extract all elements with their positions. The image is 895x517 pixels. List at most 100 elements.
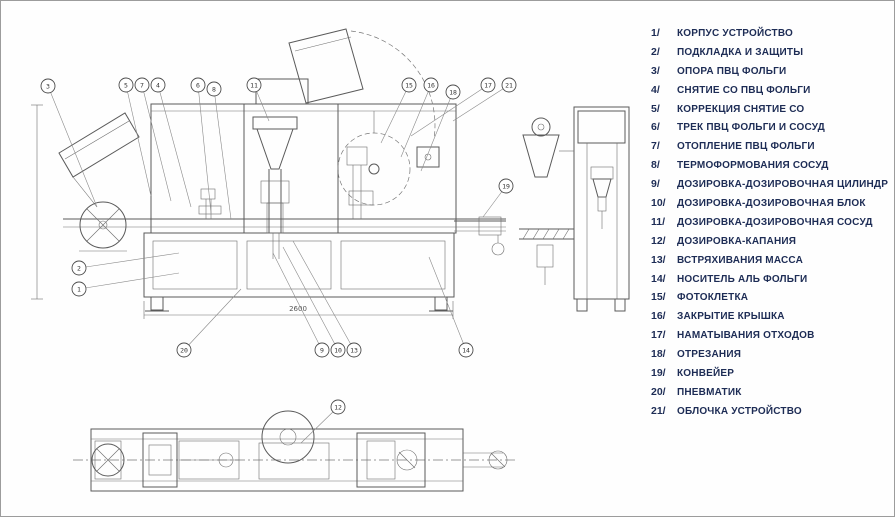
callout-balloon-8: 8	[206, 81, 222, 97]
svg-text:18: 18	[449, 88, 457, 96]
legend-item-number: 4/	[651, 83, 660, 96]
callout-balloon-18: 18	[445, 84, 461, 100]
legend-item-number: 21/	[651, 404, 666, 417]
detail-hopper	[522, 134, 560, 178]
legend-item-20: 20/ПНЕВМАТИК	[651, 386, 891, 405]
callout-balloon-16: 16	[423, 77, 439, 93]
legend-item-label: КОРПУС УСТРОЙСТВО	[677, 28, 793, 39]
legend-item-number: 11/	[651, 215, 666, 228]
legend-item-number: 1/	[651, 27, 660, 39]
callout-leader-8	[213, 88, 232, 220]
legend-item-number: 15/	[651, 291, 666, 304]
callout-balloon-14: 14	[458, 342, 474, 358]
legend-item-13: 13/ВСТРЯХИВАНИЯ МАССА	[651, 254, 891, 273]
callout-balloon-21: 21	[501, 77, 517, 93]
machine-drawing: 2600	[31, 28, 630, 492]
callout-balloon-5: 5	[118, 77, 134, 93]
callout-leader-2	[78, 252, 180, 269]
svg-text:1: 1	[77, 285, 81, 293]
callout-leader-21	[452, 84, 510, 122]
legend-item-7: 7/ОТОПЛЕНИЕ ПВЦ ФОЛЬГИ	[651, 140, 891, 159]
legend-item-6: 6/ТРЕК ПВЦ ФОЛЬГИ И СОСУД	[651, 121, 891, 140]
callout-leader-12	[300, 406, 339, 444]
side-detail-view	[519, 106, 630, 312]
main-elevation-view: 2600	[31, 28, 506, 319]
legend-item-label: ДОЗИРОВКА-КАПАНИЯ	[677, 235, 797, 247]
legend-item-number: 5/	[651, 102, 660, 115]
foil-roll	[79, 201, 127, 249]
legend-item-number: 14/	[651, 272, 666, 285]
legend-item-number: 17/	[651, 329, 666, 342]
legend-item-label: ВСТРЯХИВАНИЯ МАССА	[677, 254, 804, 266]
callout-leader-10	[282, 246, 339, 351]
svg-text:4: 4	[156, 81, 160, 89]
svg-text:7: 7	[140, 81, 144, 89]
legend-item-2: 2/ПОДКЛАДКА И ЗАЩИТЫ	[651, 46, 891, 65]
legend-item-label: КОРРЕКЦИЯ СНЯТИЕ СО	[677, 103, 805, 115]
legend-item-label: НАМАТЫВАНИЯ ОТХОДОВ	[677, 330, 815, 342]
svg-text:16: 16	[427, 81, 435, 89]
legend-item-10: 10/ДОЗИРОВКА-ДОЗИРОВОЧНАЯ БЛОК	[651, 197, 891, 216]
callout-balloon-15: 15	[401, 77, 417, 93]
legend-item-label: ДОЗИРОВКА-ДОЗИРОВОЧНАЯ ЦИЛИНДР	[677, 179, 889, 191]
legend-item-number: 9/	[651, 178, 660, 191]
legend-item-number: 20/	[651, 385, 666, 398]
callout-leader-20	[183, 288, 242, 351]
legend-item-number: 16/	[651, 310, 666, 323]
callout-leader-4	[157, 84, 192, 208]
legend-item-label: КОНВЕЙЕР	[677, 368, 735, 380]
legend-item-11: 11/ДОЗИРОВКА-ДОЗИРОВОЧНАЯ СОСУД	[651, 216, 891, 235]
legend-item-label: ПНЕВМАТИК	[677, 386, 742, 398]
legend-item-4: 4/СНЯТИЕ СО ПВЦ ФОЛЬГИ	[651, 84, 891, 103]
callout-leader-6	[197, 84, 212, 214]
svg-text:11: 11	[250, 81, 258, 89]
legend-item-19: 19/КОНВЕЙЕР	[651, 367, 891, 386]
callout-leader-5	[125, 84, 152, 197]
legend-item-label: ОТРЕЗАНИЯ	[677, 349, 742, 361]
svg-text:6: 6	[196, 81, 200, 89]
callout-leader-9	[272, 252, 323, 351]
legend-item-3: 3/ОПОРА ПВЦ ФОЛЬГИ	[651, 65, 891, 84]
legend-item-number: 2/	[651, 45, 660, 58]
svg-text:9: 9	[320, 346, 324, 354]
callout-leader-15	[380, 84, 410, 144]
legend-item-label: ДОЗИРОВКА-ДОЗИРОВОЧНАЯ БЛОК	[677, 198, 866, 210]
legend-item-label: ОПОРА ПВЦ ФОЛЬГИ	[677, 65, 787, 77]
legend-item-14: 14/НОСИТЕЛЬ АЛЬ ФОЛЬГИ	[651, 273, 891, 292]
callout-balloon-13: 13	[346, 342, 362, 358]
callout-leader-18	[420, 91, 454, 172]
legend-item-number: 10/	[651, 197, 666, 210]
top-hopper	[288, 28, 364, 104]
legend-item-label: ПОДКЛАДКА И ЗАЩИТЫ	[677, 46, 804, 58]
callout-balloon-12: 12	[330, 399, 346, 415]
legend-item-9: 9/ДОЗИРОВКА-ДОЗИРОВОЧНАЯ ЦИЛИНДР	[651, 178, 891, 197]
callout-balloon-7: 7	[134, 77, 150, 93]
legend-item-label: ОБЛОЧКА УСТРОЙСТВО	[677, 405, 802, 417]
svg-text:8: 8	[212, 85, 216, 93]
svg-text:20: 20	[180, 346, 188, 354]
legend-item-number: 8/	[651, 159, 660, 172]
callout-leader-3	[47, 85, 98, 208]
svg-text:21: 21	[505, 81, 513, 89]
svg-text:10: 10	[334, 346, 342, 354]
callout-balloon-2: 2	[71, 260, 87, 276]
callout-balloon-3: 3	[40, 78, 56, 94]
legend-item-17: 17/НАМАТЫВАНИЯ ОТХОДОВ	[651, 329, 891, 348]
callout-leader-13	[292, 240, 355, 351]
legend-item-number: 6/	[651, 121, 660, 134]
svg-text:5: 5	[124, 81, 128, 89]
callout-balloon-1: 1	[71, 281, 87, 297]
legend-item-12: 12/ДОЗИРОВКА-КАПАНИЯ	[651, 235, 891, 254]
callout-balloon-17: 17	[480, 77, 496, 93]
legend-item-label: СНЯТИЕ СО ПВЦ ФОЛЬГИ	[677, 84, 811, 96]
callout-leader-7	[141, 84, 172, 202]
legend-item-1: 1/КОРПУС УСТРОЙСТВО	[651, 27, 891, 46]
legend-item-label: ДОЗИРОВКА-ДОЗИРОВОЧНАЯ СОСУД	[677, 216, 873, 228]
svg-text:15: 15	[405, 81, 413, 89]
legend-item-number: 18/	[651, 348, 666, 361]
svg-text:3: 3	[46, 82, 50, 90]
legend-item-number: 3/	[651, 64, 660, 77]
